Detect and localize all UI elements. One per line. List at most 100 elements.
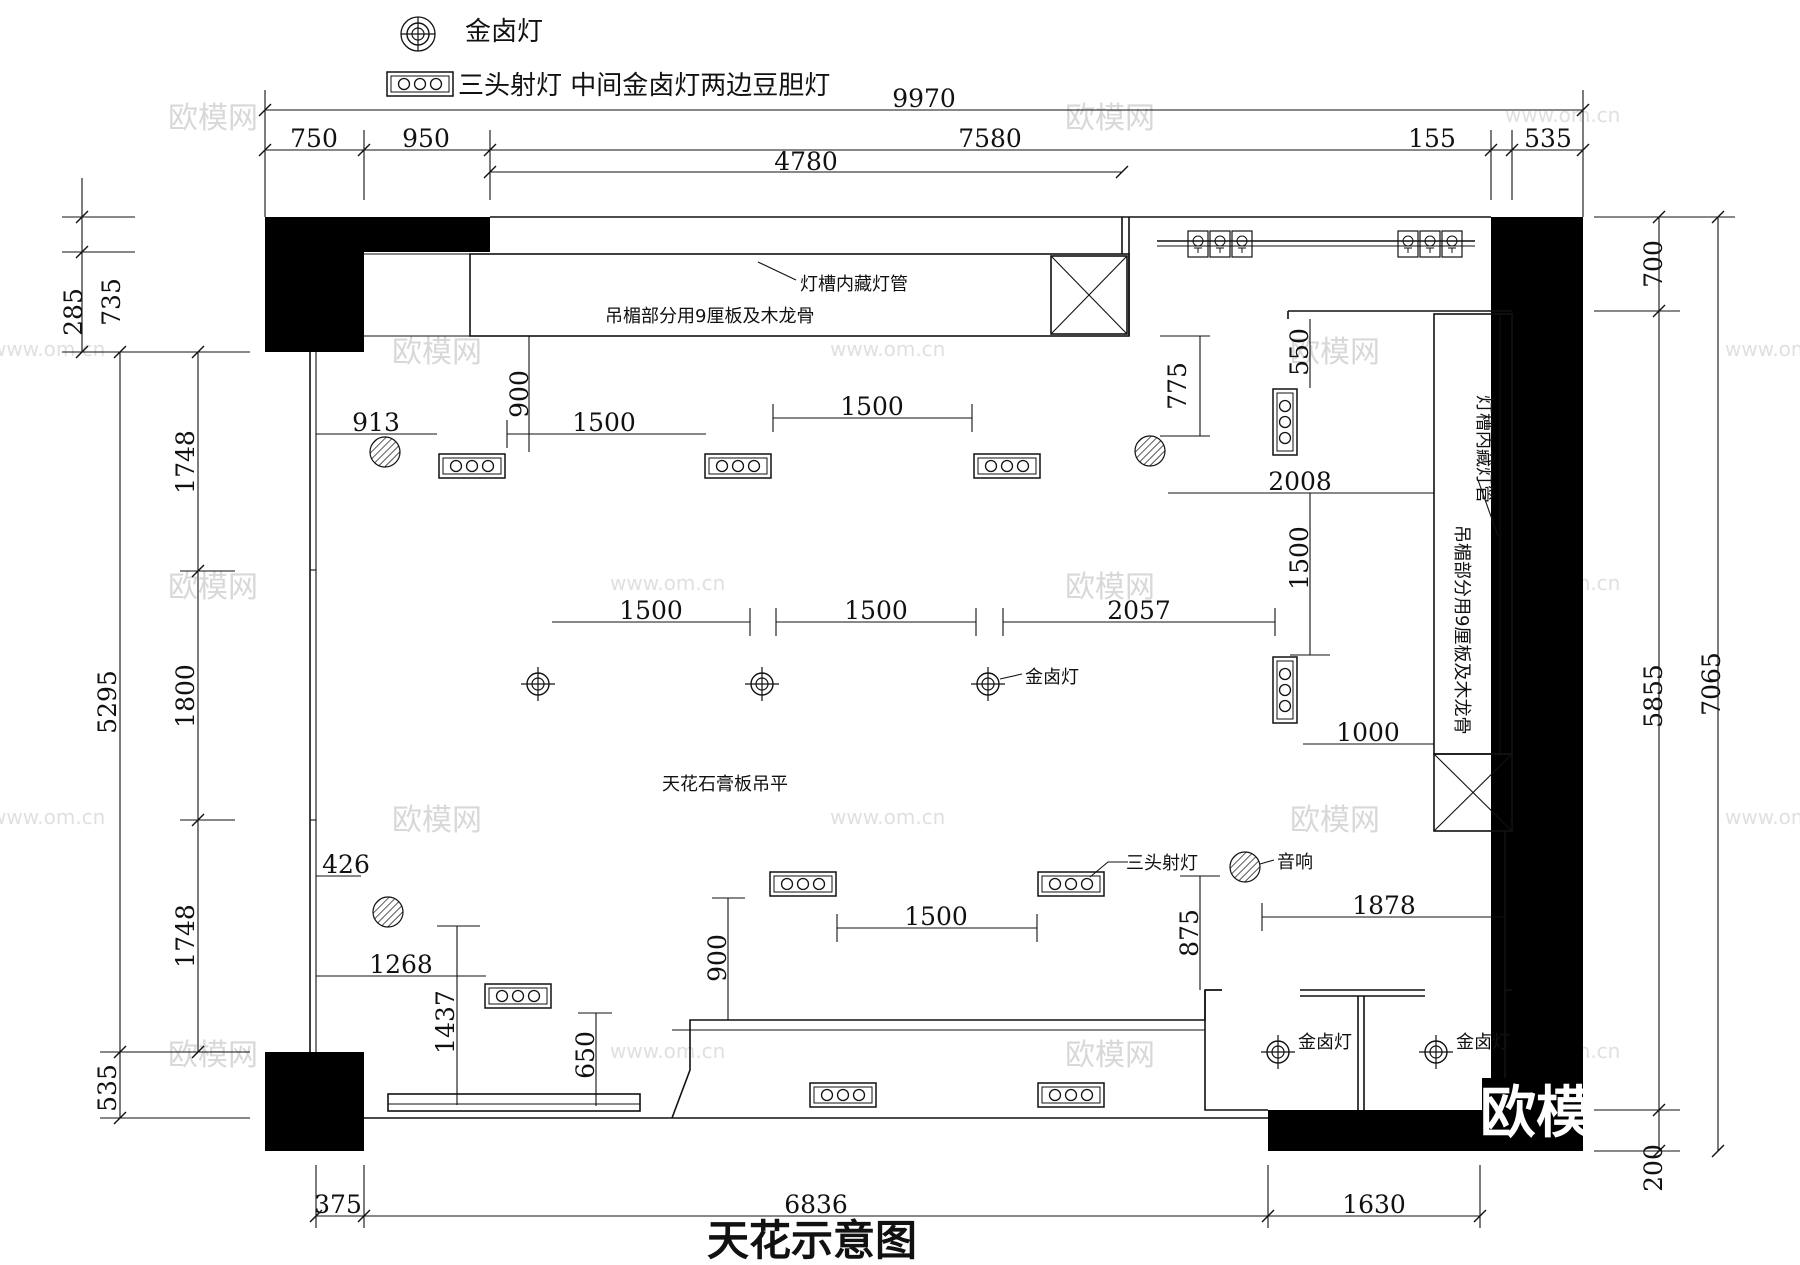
triple-spot-icon bbox=[769, 871, 837, 897]
watermark-logo: 欧模网 bbox=[1065, 570, 1155, 605]
walls bbox=[265, 217, 1583, 1151]
dim-426: 426 bbox=[322, 850, 370, 879]
dim-right-7065: 7065 bbox=[1697, 652, 1726, 716]
dim-left-285: 285 bbox=[59, 288, 88, 336]
dim-913: 913 bbox=[352, 408, 400, 437]
triple-spot-icon bbox=[809, 1082, 877, 1108]
dim-left-735: 735 bbox=[97, 278, 126, 326]
corner-watermark-text: 欧模 bbox=[1480, 1081, 1592, 1146]
dimension-lines bbox=[62, 90, 1735, 1228]
halogen-icon bbox=[744, 666, 780, 702]
wall-bottom-left bbox=[265, 1052, 364, 1151]
right-soffit-access bbox=[1433, 753, 1513, 832]
note-halogen-bottom-2: 金卤灯 bbox=[1456, 1032, 1510, 1053]
triple-spot-icon bbox=[973, 453, 1041, 479]
dim-bottom-375: 375 bbox=[314, 1190, 362, 1219]
corner-watermark: 欧模 bbox=[1480, 1078, 1592, 1151]
wall-top-left bbox=[265, 217, 490, 352]
watermark-url: www.om.cn bbox=[0, 805, 105, 829]
dim-right-200: 200 bbox=[1639, 1144, 1668, 1192]
dimension-labels: 9970 750 950 7580 155 535 4780 285 735 5… bbox=[59, 84, 1726, 1219]
dim-2008: 2008 bbox=[1268, 467, 1332, 496]
dim-bottom-1630: 1630 bbox=[1342, 1190, 1406, 1219]
dim-900b: 900 bbox=[703, 934, 732, 982]
top-soffit-access bbox=[1050, 255, 1128, 335]
track-lamp-icon bbox=[1187, 230, 1209, 258]
dim-top-950: 950 bbox=[402, 124, 450, 153]
triple-spot-icon bbox=[1272, 656, 1298, 724]
annotations: 灯槽内藏灯管 吊楣部分用9厘板及木龙骨 灯槽内藏灯管 吊楣部分用9厘板及木龙骨 … bbox=[605, 274, 1510, 1053]
note-triple-spot: 三头射灯 bbox=[1126, 853, 1198, 874]
triple-spot-icon bbox=[704, 453, 772, 479]
note-right-light-trough: 灯槽内藏灯管 bbox=[1473, 395, 1494, 503]
watermark-logo: 欧模网 bbox=[168, 1038, 258, 1073]
note-halogen-bottom-1: 金卤灯 bbox=[1298, 1032, 1352, 1053]
dim-left-5295: 5295 bbox=[93, 670, 122, 734]
dim-900a: 900 bbox=[505, 370, 534, 418]
dim-top-155: 155 bbox=[1408, 124, 1456, 153]
watermark-logo: 欧模网 bbox=[1290, 335, 1380, 370]
note-right-soffit: 吊楣部分用9厘板及木龙骨 bbox=[1451, 525, 1472, 734]
note-top-soffit: 吊楣部分用9厘板及木龙骨 bbox=[605, 306, 814, 327]
legend-triple-spot-label: 三头射灯 中间金卤灯两边豆胆灯 bbox=[458, 71, 830, 101]
dim-875: 875 bbox=[1175, 909, 1204, 957]
watermark-url: www.om.cn bbox=[610, 1039, 725, 1063]
dim-1500b: 1500 bbox=[840, 392, 904, 421]
dim-775: 775 bbox=[1163, 362, 1192, 410]
dim-550: 550 bbox=[1285, 328, 1314, 376]
speaker-icon bbox=[372, 896, 404, 928]
dim-right-5855: 5855 bbox=[1639, 664, 1668, 728]
triple-spot-icon bbox=[438, 453, 506, 479]
dim-right-700: 700 bbox=[1639, 240, 1668, 288]
watermark-logo: 欧模网 bbox=[168, 101, 258, 136]
dim-top-4780: 4780 bbox=[774, 147, 838, 176]
speaker-icon bbox=[1134, 435, 1166, 467]
watermark-logo: 欧模网 bbox=[392, 335, 482, 370]
dim-top-7580: 7580 bbox=[958, 124, 1022, 153]
dim-1500f: 1500 bbox=[904, 902, 968, 931]
speaker-icon bbox=[369, 436, 401, 468]
track-lamp-icon bbox=[1231, 230, 1253, 258]
dim-1500c: 1500 bbox=[1285, 526, 1314, 590]
track-lamp-icon bbox=[1397, 230, 1419, 258]
watermark-url: www.om.cn bbox=[1725, 805, 1800, 829]
watermark-url: www.om.cn bbox=[610, 571, 725, 595]
watermark-logo: 欧模网 bbox=[1290, 803, 1380, 838]
speaker-icon bbox=[1229, 851, 1261, 883]
dim-overall-width: 9970 bbox=[892, 84, 956, 113]
dim-left-1748a: 1748 bbox=[171, 430, 200, 494]
halogen-icon bbox=[1260, 1034, 1296, 1070]
dim-top-535: 535 bbox=[1524, 124, 1572, 153]
dim-1878: 1878 bbox=[1352, 891, 1416, 920]
note-speaker: 音响 bbox=[1277, 852, 1313, 873]
watermark-logo: 欧模网 bbox=[168, 570, 258, 605]
triple-spot-icon bbox=[484, 983, 552, 1009]
dim-1500e: 1500 bbox=[844, 596, 908, 625]
dim-bottom-6836: 6836 bbox=[784, 1190, 848, 1219]
halogen-icon bbox=[520, 666, 556, 702]
note-halogen: 金卤灯 bbox=[1025, 667, 1079, 688]
watermark-logo: 欧模网 bbox=[1065, 1038, 1155, 1073]
legend-triple-spot-icon bbox=[386, 71, 454, 97]
track-lamp-icon bbox=[1419, 230, 1441, 258]
watermark-logo: 欧模网 bbox=[392, 803, 482, 838]
watermark-url: www.om.cn bbox=[830, 337, 945, 361]
triple-spot-icon bbox=[1037, 871, 1105, 897]
dim-left-1748b: 1748 bbox=[171, 904, 200, 968]
dim-2057: 2057 bbox=[1107, 596, 1171, 625]
dim-left-535: 535 bbox=[93, 1064, 122, 1112]
watermark-url: www.om.cn bbox=[830, 805, 945, 829]
top-soffit bbox=[469, 253, 1130, 337]
dim-650: 650 bbox=[571, 1031, 600, 1079]
triple-spot-icon bbox=[1272, 388, 1298, 456]
drawing-title: 天花示意图 bbox=[707, 1216, 917, 1265]
track-lamp-icon bbox=[1209, 230, 1231, 258]
track-lamp-icon bbox=[1441, 230, 1463, 258]
halogen-icon bbox=[1418, 1034, 1454, 1070]
dim-left-1800: 1800 bbox=[171, 664, 200, 728]
note-ceiling: 天花石膏板吊平 bbox=[662, 773, 788, 795]
dim-1500d: 1500 bbox=[619, 596, 683, 625]
watermark-url: www.om.cn bbox=[0, 337, 105, 361]
watermark-logo: 欧模网 bbox=[1065, 101, 1155, 136]
